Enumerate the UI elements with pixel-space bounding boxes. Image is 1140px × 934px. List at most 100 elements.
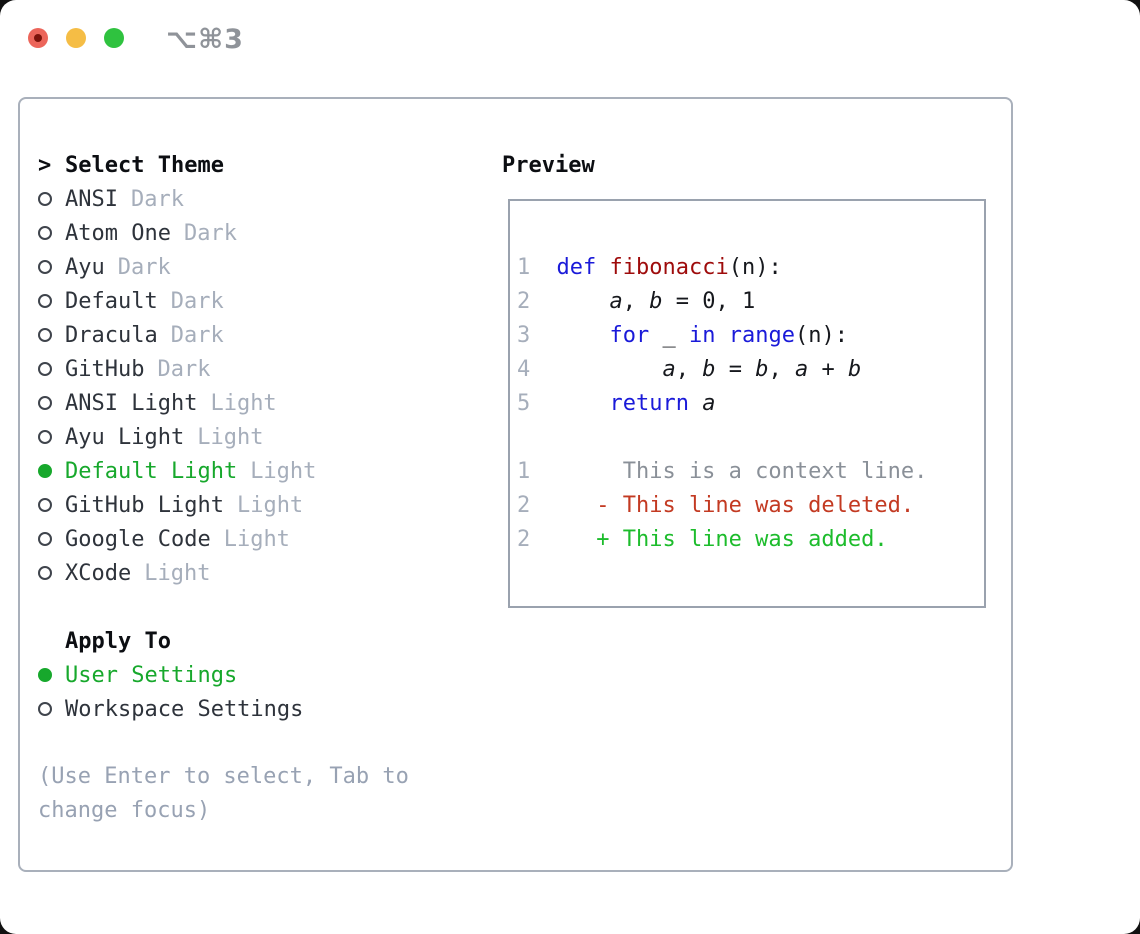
radio-unselected-icon [38,498,52,512]
code-token: a [662,357,676,382]
theme-item-label: Ayu [65,254,105,280]
radio-cell [38,328,65,342]
theme-item-variant: Dark [170,288,224,314]
radio-unselected-icon [38,192,52,206]
apply-option-user-settings[interactable]: User Settings [38,658,478,692]
radio-unselected-icon [38,430,52,444]
theme-item-dracula-dark[interactable]: Dracula Dark [38,318,478,352]
code-token: , [675,357,703,382]
code-token: _ [649,323,689,348]
code-line: 2 - This line was deleted. [517,489,984,523]
code-token: (n): [794,323,848,348]
prompt-cell: > [38,153,65,178]
theme-item-variant: Dark [117,254,171,280]
radio-cell [38,362,65,376]
theme-item-ansi-dark[interactable]: ANSI Dark [38,182,478,216]
radio-cell [38,294,65,308]
code-token: a [702,391,716,416]
theme-item-label: GitHub Light [65,492,224,518]
theme-item-variant: Light [210,390,277,416]
code-token [530,289,609,314]
radio-unselected-icon [38,532,52,546]
radio-unselected-icon [38,566,52,580]
code-line: 2 a, b = 0, 1 [517,285,984,319]
radio-cell [38,464,65,478]
theme-item-variant: Dark [170,322,224,348]
code-line-blank [517,421,984,455]
window-title: ⌥⌘3 [166,23,244,55]
theme-item-label: Dracula [65,322,158,348]
theme-item-label: Default [65,288,158,314]
code-token: a [609,289,623,314]
theme-item-label: ANSI [65,186,118,212]
theme-item-label: Default Light [65,458,238,484]
code-token: range [728,323,795,348]
line-number: 1 [517,255,531,280]
code-token: def [556,255,597,280]
theme-item-label: Ayu Light [65,424,185,450]
code-token: for [609,323,650,348]
theme-item-label: XCode [65,560,132,586]
radio-unselected-icon [38,260,52,274]
code-token: (n): [728,255,782,280]
theme-item-variant: Light [197,424,264,450]
theme-item-variant: Dark [157,356,211,382]
code-token: in [688,323,716,348]
line-number: 2 [517,493,531,518]
radio-cell [38,226,65,240]
theme-item-label: GitHub [65,356,145,382]
radio-cell [38,702,65,716]
radio-unselected-icon [38,294,52,308]
code-token: = 0, 1 [662,289,756,314]
theme-list-header: Select Theme [65,152,224,178]
code-token [530,357,662,382]
theme-item-variant: Dark [130,186,184,212]
theme-item-variant: Light [144,560,211,586]
line-number: 2 [517,289,531,314]
minimize-button[interactable] [66,28,86,48]
theme-item-default-dark[interactable]: Default Dark [38,284,478,318]
code-token: = [715,357,756,382]
theme-item-xcode-light[interactable]: XCode Light [38,556,478,590]
code-token [530,255,557,280]
theme-item-variant: Light [236,492,304,518]
code-token: return [609,391,689,416]
radio-cell [38,396,65,410]
code-token: , [768,357,795,382]
theme-item-variant: Dark [183,220,237,246]
titlebar: ⌥⌘3 [0,0,1140,60]
code-token [689,391,702,416]
code-line: 2 + This line was added. [517,523,984,557]
radio-cell [38,260,65,274]
prompt-indicator-icon: > [38,152,52,178]
code-line: 1 def fibonacci(n): [517,251,984,285]
theme-item-label: Google Code [65,526,211,552]
close-button[interactable] [28,28,48,48]
theme-list-header-row: > Select Theme [38,148,478,182]
theme-item-ayu-dark[interactable]: Ayu Dark [38,250,478,284]
code-token: b [649,289,663,314]
theme-item-github-light-light[interactable]: GitHub Light Light [38,488,478,522]
radio-cell [38,668,65,682]
code-token: , [622,289,650,314]
traffic-lights [28,28,124,48]
zoom-button[interactable] [104,28,124,48]
theme-item-github-dark[interactable]: GitHub Dark [38,352,478,386]
code-token: b [847,357,862,382]
apply-option-workspace-settings[interactable]: Workspace Settings [38,692,478,726]
radio-selected-icon [38,668,52,682]
code-token [530,323,609,348]
radio-cell [38,192,65,206]
radio-selected-icon [38,464,52,478]
code-token: b [755,357,769,382]
spacer [38,590,478,624]
theme-item-ayu-light-light[interactable]: Ayu Light Light [38,420,478,454]
